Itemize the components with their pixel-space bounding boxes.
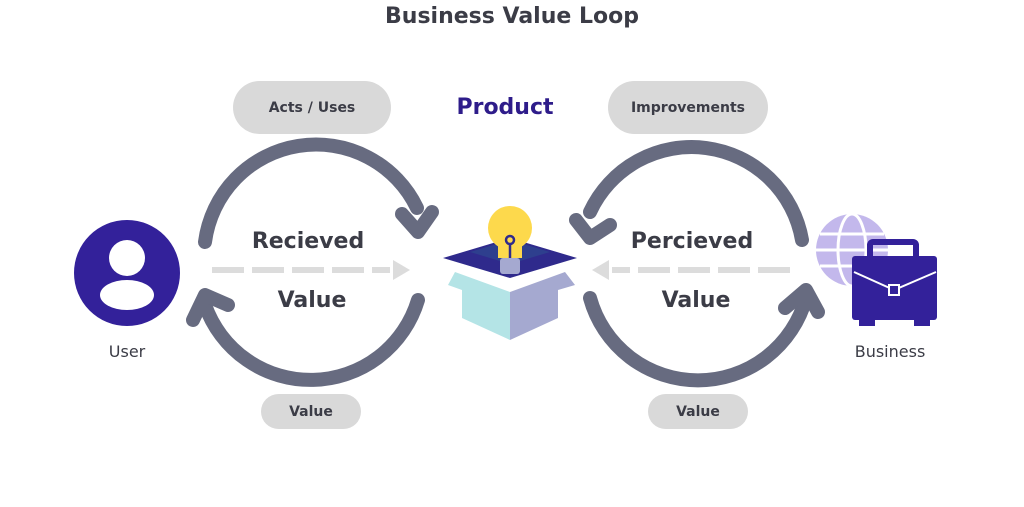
perceived-label: Percieved xyxy=(630,229,754,254)
right-bottom-arc-arrow xyxy=(583,283,825,388)
briefcase-globe-icon xyxy=(816,212,937,326)
left-value-pill: Value xyxy=(261,394,361,429)
perceived-value-dashed-arrow xyxy=(592,260,790,280)
right-top-arc-arrow xyxy=(569,140,809,247)
perceived-value-label: Value xyxy=(661,288,731,313)
business-label: Business xyxy=(854,342,926,361)
product-label: Product xyxy=(456,95,554,120)
received-label: Recieved xyxy=(251,229,365,254)
user-label: User xyxy=(108,342,146,361)
left-top-arc-arrow xyxy=(198,137,439,249)
received-value-label: Value xyxy=(277,288,347,313)
improvements-pill: Improvements xyxy=(608,81,768,134)
right-value-pill: Value xyxy=(648,394,748,429)
diagram-title: Business Value Loop xyxy=(385,4,639,29)
user-icon xyxy=(74,220,180,326)
acts-uses-pill: Acts / Uses xyxy=(233,81,391,134)
box-lightbulb-icon xyxy=(443,206,577,340)
left-bottom-arc-arrow xyxy=(186,288,425,387)
received-value-dashed-arrow xyxy=(212,260,410,280)
